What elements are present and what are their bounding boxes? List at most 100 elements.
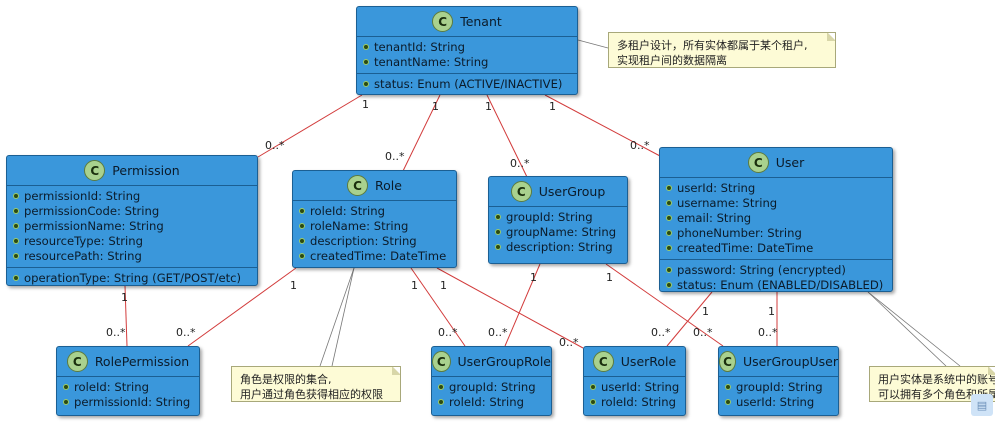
field-dot-icon <box>495 228 501 235</box>
attribute-section: tenantId: String tenantName: String <box>357 37 577 74</box>
attribute: roleId: String <box>584 395 685 410</box>
attribute: description: String <box>489 240 627 255</box>
method-section: operationType: String (GET/POST/etc) <box>7 268 257 289</box>
class-usergroupuser: C UserGroupUser groupId: String userId: … <box>718 346 839 416</box>
attribute: resourcePath: String <box>7 249 257 264</box>
field-dot-icon <box>13 274 19 281</box>
class-icon: C <box>66 351 88 372</box>
field-dot-icon <box>299 207 305 214</box>
attribute: roleId: String <box>432 395 551 410</box>
attribute-section: permissionId: String permissionCode: Str… <box>7 186 257 268</box>
multiplicity-label: 0..* <box>693 326 713 339</box>
multiplicity-label: 0..* <box>385 150 405 163</box>
method: operationType: String (GET/POST/etc) <box>7 271 257 286</box>
note-link-role <box>319 267 355 367</box>
class-permission: C Permission permissionId: String permis… <box>6 155 258 286</box>
attribute: permissionCode: String <box>7 204 257 219</box>
class-name: Permission <box>112 163 180 178</box>
class-usergroup: C UserGroup groupId: String groupName: S… <box>488 176 628 264</box>
attribute: roleName: String <box>293 219 456 234</box>
multiplicity-label: 1 <box>290 279 297 292</box>
multiplicity-label: 0..* <box>630 139 650 152</box>
class-icon: C <box>432 351 451 372</box>
field-dot-icon <box>363 58 369 65</box>
field-dot-icon <box>666 184 672 191</box>
field-dot-icon <box>495 213 501 220</box>
class-userrole: C UserRole userId: String roleId: String <box>583 346 686 416</box>
field-dot-icon <box>299 252 305 259</box>
note-link-role-b <box>331 267 355 367</box>
class-header: C User <box>660 148 892 178</box>
multiplicity-label: 1 <box>121 291 128 304</box>
field-dot-icon <box>13 222 19 229</box>
class-icon: C <box>347 175 369 196</box>
field-dot-icon <box>438 383 444 390</box>
rel-tenant-usergroup <box>486 94 528 178</box>
field-dot-icon <box>13 207 19 214</box>
attribute-section: userId: String roleId: String <box>584 377 685 413</box>
field-dot-icon <box>725 398 731 405</box>
field-dot-icon <box>363 43 369 50</box>
multiplicity-label: 1 <box>768 305 775 318</box>
field-dot-icon <box>666 266 672 273</box>
multiplicity-label: 1 <box>411 279 418 292</box>
multiplicity-label: 0..* <box>651 326 671 339</box>
attribute-section: groupId: String roleId: String <box>432 377 551 413</box>
multiplicity-label: 1 <box>549 100 556 113</box>
attribute: userId: String <box>719 395 838 410</box>
rel-role-userrole <box>436 267 584 349</box>
multiplicity-label: 1 <box>362 98 369 111</box>
multiplicity-label: 1 <box>440 279 447 292</box>
multiplicity-label: 1 <box>530 271 537 284</box>
class-icon: C <box>719 351 736 372</box>
attribute: permissionId: String <box>7 189 257 204</box>
attribute: userId: String <box>584 380 685 395</box>
note-link-user-b <box>867 291 961 367</box>
multiplicity-label: 0..* <box>510 157 530 170</box>
class-header: C Tenant <box>357 7 577 37</box>
field-dot-icon <box>363 80 369 87</box>
field-dot-icon <box>438 398 444 405</box>
class-header: C Role <box>293 171 456 201</box>
class-header: C RolePermission <box>57 347 199 377</box>
field-dot-icon <box>495 243 501 250</box>
method: status: Enum (ENABLED/DISABLED) <box>660 278 892 293</box>
multiplicity-label: 0..* <box>559 336 579 349</box>
note-tenant: 多租户设计，所有实体都属于某个租户, 实现租户间的数据隔离 <box>608 32 836 68</box>
method-section: password: String (encrypted) status: Enu… <box>660 260 892 296</box>
attribute: permissionId: String <box>57 395 199 410</box>
multiplicity-label: 1 <box>702 305 709 318</box>
attribute-section: userId: String username: String email: S… <box>660 178 892 260</box>
class-header: C UserGroupRole <box>432 347 551 377</box>
class-name: UserGroupUser <box>742 354 838 369</box>
class-rolepermission: C RolePermission roleId: String permissi… <box>56 346 200 416</box>
method: status: Enum (ACTIVE/INACTIVE) <box>357 77 577 92</box>
attribute: groupId: String <box>489 210 627 225</box>
class-icon: C <box>592 351 614 372</box>
class-user: C User userId: String username: String e… <box>659 147 893 292</box>
note-line: 可以拥有多个角色和所属 <box>878 388 995 401</box>
method-section: status: Enum (ACTIVE/INACTIVE) <box>357 74 577 95</box>
attribute: resourceType: String <box>7 234 257 249</box>
class-name: UserGroupRole <box>457 354 551 369</box>
note-user: 用户实体是系统中的账号 可以拥有多个角色和所属 <box>869 366 995 402</box>
attribute-section: roleId: String roleName: String descript… <box>293 201 456 267</box>
field-dot-icon <box>666 199 672 206</box>
field-dot-icon <box>299 237 305 244</box>
attribute: groupId: String <box>719 380 838 395</box>
class-icon: C <box>84 160 106 181</box>
field-dot-icon <box>725 383 731 390</box>
class-name: Role <box>375 178 402 193</box>
rel-tenant-permission <box>257 94 363 158</box>
attribute: groupId: String <box>432 380 551 395</box>
rel-usergroup-usergroupuser <box>605 263 724 347</box>
multiplicity-label: 1 <box>485 100 492 113</box>
attribute: phoneNumber: String <box>660 226 892 241</box>
class-name: UserRole <box>620 354 677 369</box>
multiplicity-label: 0..* <box>438 326 458 339</box>
rel-permission-rolepermission <box>124 285 128 347</box>
multiplicity-label: 0..* <box>106 326 126 339</box>
field-dot-icon <box>666 214 672 221</box>
multiplicity-label: 1 <box>432 100 439 113</box>
